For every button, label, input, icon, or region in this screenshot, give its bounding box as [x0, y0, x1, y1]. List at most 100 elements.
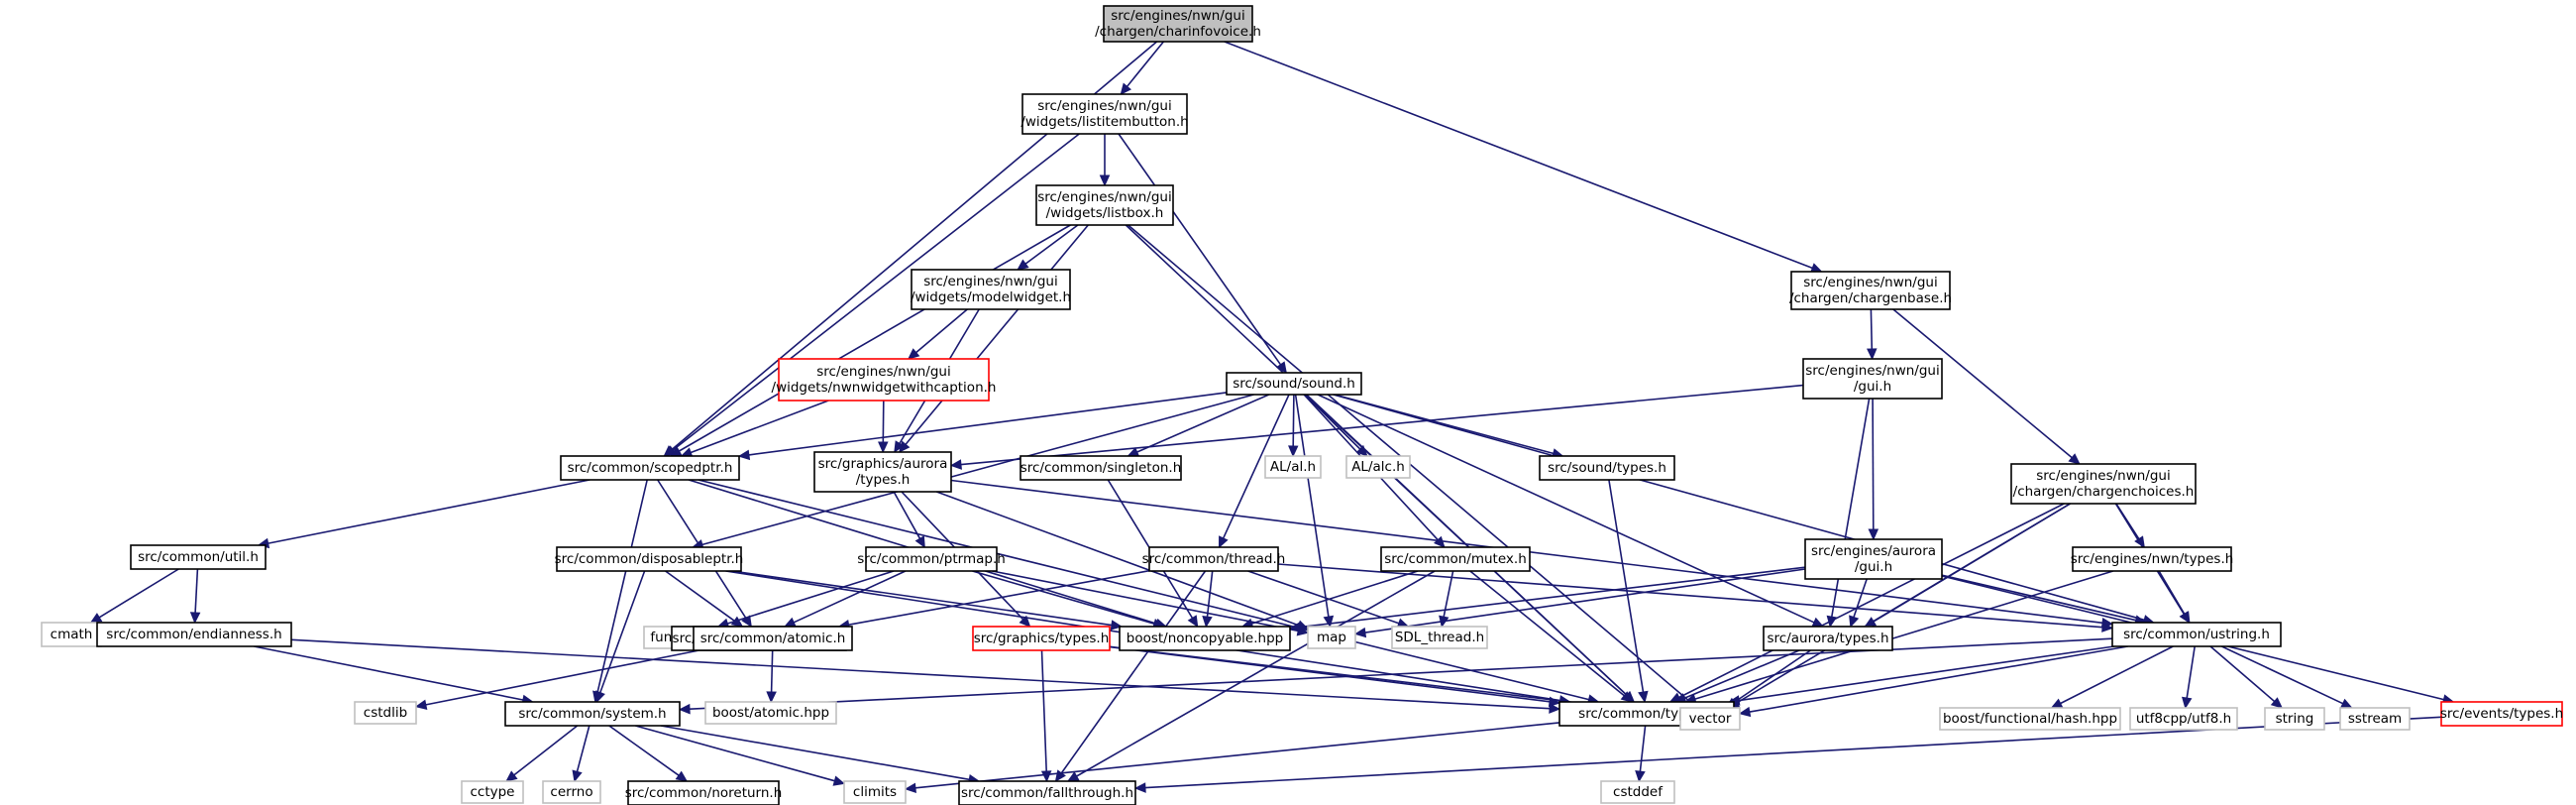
edge-systemh-to-fallthrough — [660, 725, 981, 785]
edge-listbox-to-modelwidget — [1017, 224, 1079, 271]
node-box — [1020, 455, 1182, 481]
edge-line — [1024, 224, 1079, 265]
node-box — [2111, 622, 2282, 647]
node-label: src/sound/sound.h — [1233, 376, 1355, 392]
edge-atomich-to-boostatomic — [766, 649, 777, 704]
arrow-head — [1323, 615, 1335, 629]
arrow-head — [89, 613, 103, 624]
node-scopedptr[interactable]: src/common/scopedptr.h — [560, 455, 740, 481]
node-soundh[interactable]: src/sound/sound.h — [1226, 372, 1362, 396]
node-label: src/common/util.h — [138, 549, 259, 565]
arrow-head — [1738, 706, 1752, 718]
node-box — [504, 701, 681, 727]
edge-line — [1694, 570, 2114, 700]
edge-systemh-to-climits — [635, 725, 846, 786]
edge-line — [731, 570, 1113, 627]
node-noreturn[interactable]: src/common/noreturn.h — [625, 780, 783, 805]
edge-line — [793, 570, 907, 624]
node-alch: AL/alc.h — [1345, 455, 1411, 479]
edge-listbox-to-auroratypes_g — [898, 224, 1089, 453]
node-threadh[interactable]: src/common/thread.h — [1142, 546, 1286, 572]
edge-line — [608, 725, 680, 776]
arrow-head — [1218, 535, 1229, 549]
edge-deallocator-to-cstdlib — [414, 649, 699, 710]
edge-disposableptr-to-systemh — [595, 570, 646, 704]
edge-systemh-to-cerrno — [572, 725, 590, 783]
edge-line — [679, 224, 1071, 452]
node-auroratypes_a[interactable]: src/aurora/types.h — [1763, 626, 1893, 651]
node-disposableptr[interactable]: src/common/disposableptr.h — [555, 546, 744, 572]
node-chargenbase[interactable]: src/engines/nwn/gui/chargen/chargenbase.… — [1789, 271, 1952, 310]
node-box — [1802, 358, 1943, 400]
edge-nwngui-to-auroragui — [1868, 398, 1879, 541]
node-utilh[interactable]: src/common/util.h — [130, 544, 267, 570]
node-box — [556, 546, 742, 572]
node-map: map — [1307, 626, 1356, 649]
node-charinfovoice[interactable]: src/engines/nwn/gui/chargen/charinfovoic… — [1095, 5, 1261, 43]
node-soundtypes[interactable]: src/sound/types.h — [1539, 455, 1675, 481]
node-nwntypes[interactable]: src/engines/nwn/types.h — [2071, 546, 2234, 572]
node-box — [1345, 455, 1411, 479]
node-listitembutton[interactable]: src/engines/nwn/gui/widgets/listitembutt… — [1020, 93, 1189, 135]
node-cctype: cctype — [461, 780, 524, 804]
node-fallthrough[interactable]: src/common/fallthrough.h — [958, 780, 1136, 805]
edge-line — [1892, 308, 2073, 459]
node-label: cerrno — [550, 784, 592, 800]
node-atomich[interactable]: src/common/atomic.h — [693, 626, 853, 651]
edge-line — [1222, 394, 1290, 539]
edge-commontypes-to-climits — [904, 722, 1560, 794]
node-auroratypes_g[interactable]: src/graphics/aurora/types.h — [813, 451, 952, 493]
edge-line — [672, 133, 1080, 451]
edge-ptrmap-to-map — [992, 570, 1310, 636]
node-graphicstypes[interactable]: src/graphics/types.h — [972, 626, 1111, 651]
edge-line — [1126, 41, 1165, 87]
node-box — [1103, 5, 1253, 43]
edge-scopedptr-to-utilh — [257, 479, 590, 549]
edge-soundh-to-list — [1317, 394, 1825, 628]
node-chargenchoices[interactable]: src/engines/nwn/gui/chargen/chargenchoic… — [2010, 463, 2197, 505]
edge-soundh-to-alh — [1288, 394, 1299, 458]
edge-line — [665, 570, 735, 622]
node-mutexh[interactable]: src/common/mutex.h — [1380, 546, 1531, 572]
node-box — [2129, 707, 2238, 731]
arrow-head — [572, 769, 583, 783]
node-label: sstream — [2348, 711, 2402, 727]
edge-line — [635, 725, 835, 782]
edge-line — [98, 568, 179, 619]
node-box — [1939, 707, 2121, 731]
node-eventstypes[interactable]: src/events/types.h — [2440, 701, 2563, 727]
node-label: boost/atomic.hpp — [712, 705, 829, 721]
edge-line — [748, 392, 1228, 456]
node-label: /types.h — [856, 472, 911, 488]
node-singleton[interactable]: src/common/singleton.h — [1020, 455, 1182, 481]
node-modelwidget[interactable]: src/engines/nwn/gui/widgets/modelwidget.… — [911, 269, 1071, 310]
edge-line — [1304, 394, 1361, 450]
node-label: src/sound/types.h — [1548, 460, 1666, 476]
edge-line — [1678, 503, 2065, 699]
node-box — [1021, 93, 1188, 135]
node-label: src/common/thread.h — [1142, 551, 1286, 567]
edge-line — [1247, 570, 1400, 625]
node-nwnwidgetwithcaption[interactable]: src/engines/nwn/gui/widgets/nwnwidgetwit… — [772, 358, 997, 402]
node-endianness[interactable]: src/common/endianness.h — [96, 622, 292, 647]
node-systemh[interactable]: src/common/system.h — [504, 701, 681, 727]
edge-utilh-to-endianness — [189, 568, 201, 625]
node-ptrmap[interactable]: src/common/ptrmap.h — [857, 546, 1006, 572]
node-nwngui[interactable]: src/engines/nwn/gui/gui.h — [1802, 358, 1943, 400]
node-auroragui[interactable]: src/engines/aurora/gui.h — [1804, 538, 1943, 580]
edge-line — [194, 568, 199, 614]
nodes-layer: src/engines/nwn/gui/chargen/charinfovoic… — [41, 5, 2563, 805]
edge-line — [1749, 645, 2128, 713]
node-noncopyable[interactable]: boost/noncopyable.hpp — [1119, 626, 1291, 651]
node-ustring[interactable]: src/common/ustring.h — [2111, 622, 2282, 647]
arrow-head — [1275, 361, 1288, 374]
edge-line — [268, 479, 590, 544]
edge-line — [1317, 394, 1815, 624]
node-label: src/engines/aurora — [1811, 543, 1936, 559]
edge-line — [1118, 133, 1282, 366]
node-box — [813, 451, 952, 493]
edge-endianness-to-commontypes — [290, 638, 1561, 714]
node-label: src/engines/nwn/gui — [1805, 363, 1939, 379]
edge-line — [2060, 645, 2174, 705]
node-listbox[interactable]: src/engines/nwn/gui/widgets/listbox.h — [1035, 184, 1174, 226]
